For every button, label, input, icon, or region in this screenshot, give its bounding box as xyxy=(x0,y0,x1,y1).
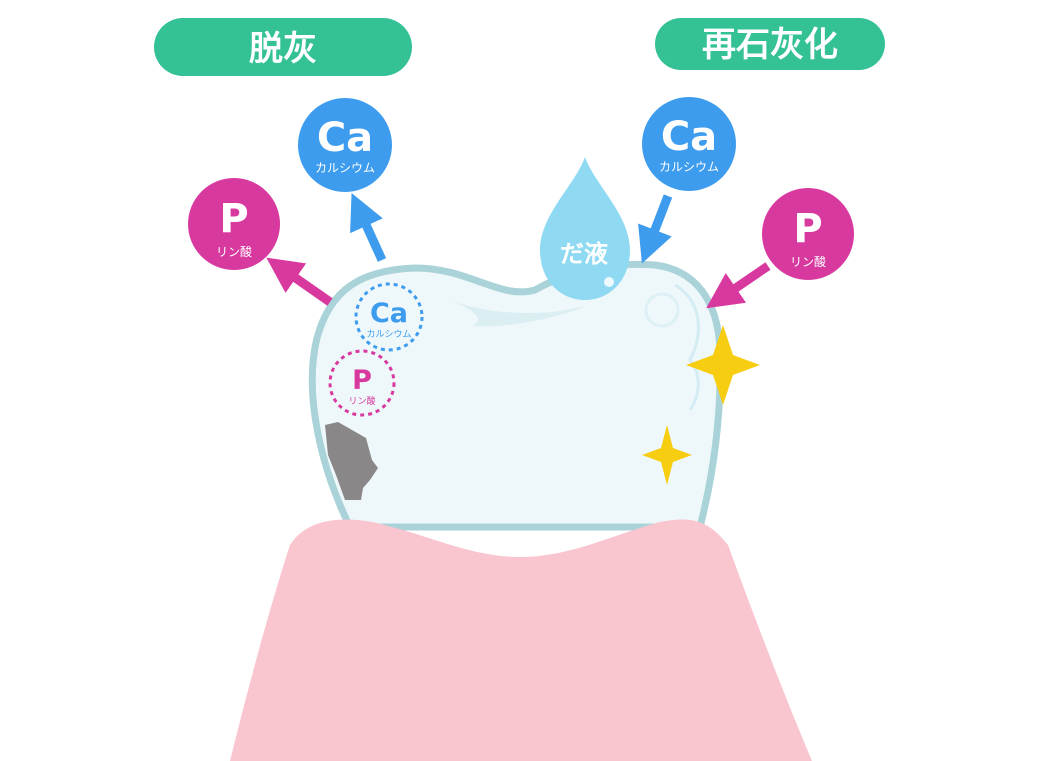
remineralization-pill xyxy=(655,18,885,70)
calcium-ion-right xyxy=(642,97,736,191)
enamel-bubble xyxy=(644,292,680,328)
phosphate-ion-right xyxy=(762,188,854,280)
calcium-symbol-dissolving: Ca xyxy=(370,298,408,329)
demineralization-pill xyxy=(154,18,412,76)
remineralization-label: 再石灰化 xyxy=(702,25,838,65)
phosphate-symbol-dissolving: P xyxy=(352,365,372,396)
sparkle-icon-small xyxy=(642,425,692,485)
calcium-ion-left xyxy=(298,98,392,192)
calcium-inflow-arrow xyxy=(638,194,673,264)
tooth-fissure xyxy=(445,298,588,327)
phosphate-ion-left xyxy=(188,178,280,270)
calcium-name-right: カルシウム xyxy=(659,160,719,174)
phosphate-ion-dissolving xyxy=(328,349,396,417)
calcium-symbol-right: Ca xyxy=(661,114,717,160)
phosphate-symbol-left: P xyxy=(219,196,248,242)
phosphate-inflow-arrow xyxy=(706,262,771,309)
phosphate-name-dissolving: リン酸 xyxy=(348,396,375,407)
saliva-drop-highlight xyxy=(604,277,614,287)
calcium-outflow-arrow xyxy=(350,193,387,262)
calcium-name-dissolving: カルシウム xyxy=(366,329,411,340)
sparkle-icon-large xyxy=(686,325,760,405)
calcium-symbol-left: Ca xyxy=(317,115,373,161)
enamel-shine xyxy=(674,283,700,411)
calcium-name-left: カルシウム xyxy=(315,161,375,175)
phosphate-symbol-right: P xyxy=(793,206,822,252)
gum xyxy=(230,519,812,761)
phosphate-name-left: リン酸 xyxy=(216,244,252,259)
phosphate-name-right: リン酸 xyxy=(790,254,826,269)
phosphate-outflow-arrow xyxy=(266,257,333,306)
saliva-drop xyxy=(540,157,630,300)
cavity-spot xyxy=(325,422,378,500)
saliva-label: だ液 xyxy=(560,240,608,268)
calcium-ion-dissolving xyxy=(354,282,424,352)
demineralization-label: 脱灰 xyxy=(249,29,317,69)
